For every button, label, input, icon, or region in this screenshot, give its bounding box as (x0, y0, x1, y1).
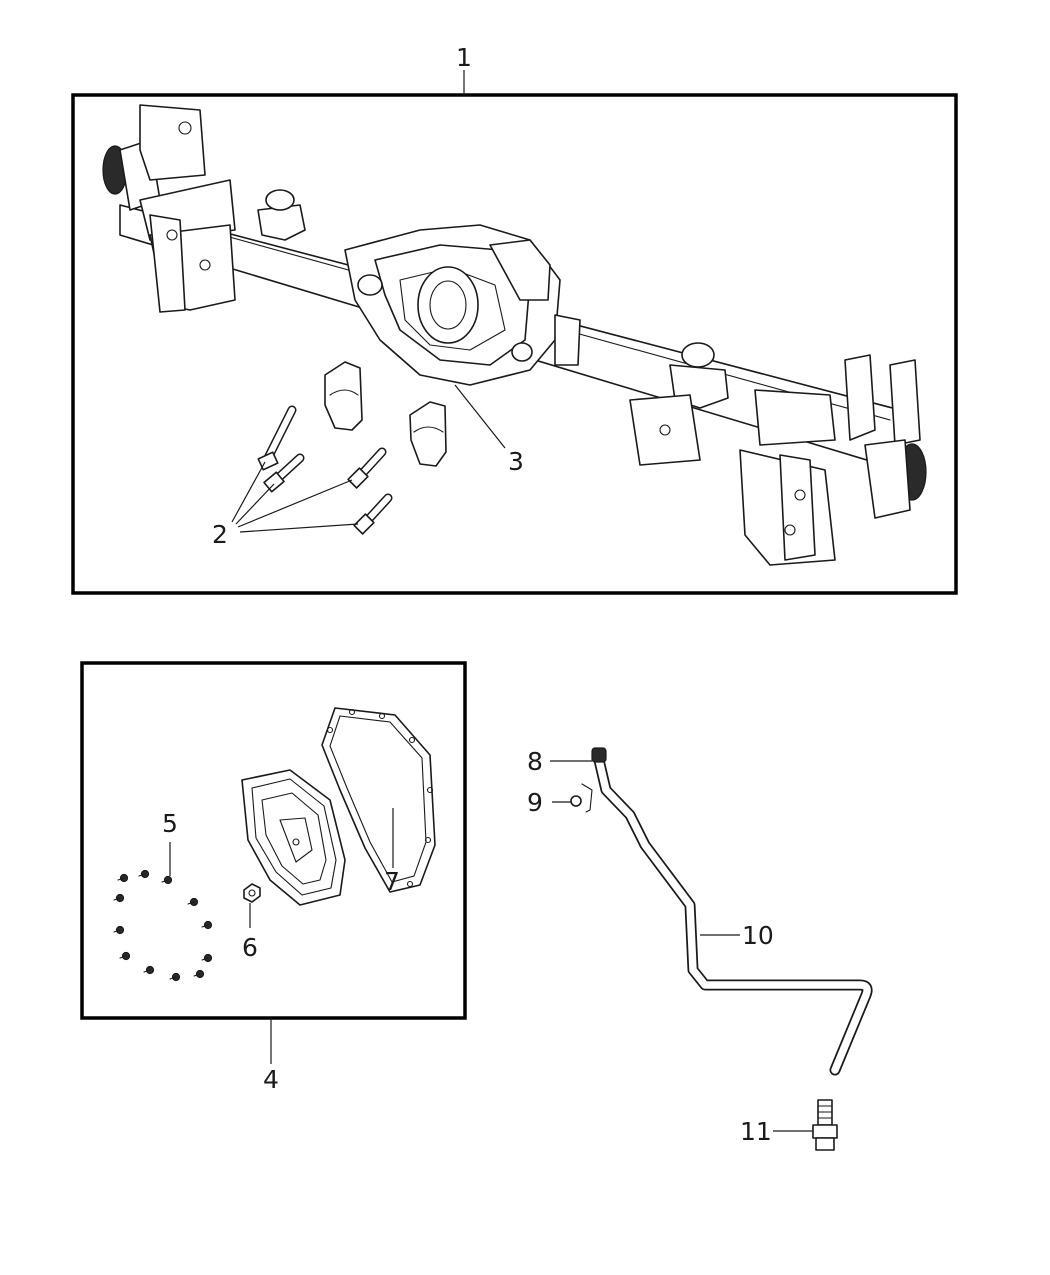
callout-2: 2 (212, 520, 228, 549)
vent-assembly-group: 8 9 10 11 (527, 747, 873, 1151)
bolt-2 (263, 453, 305, 493)
leader-3 (454, 384, 506, 449)
cover-bolts (113, 869, 213, 982)
callout-8: 8 (527, 747, 543, 776)
callout-10: 10 (742, 921, 774, 950)
vent-fitting (812, 1099, 838, 1151)
bolt-3 (347, 447, 387, 489)
callout-9: 9 (527, 788, 543, 817)
callout-6: 6 (242, 933, 258, 962)
left-axle-end (102, 104, 236, 313)
bearing-cap-right (409, 401, 447, 467)
left-bump-stop (257, 189, 306, 241)
vent-cap (591, 747, 607, 763)
leader-2b (235, 483, 275, 525)
bolt-1 (257, 405, 297, 471)
callout-4: 4 (263, 1065, 279, 1094)
leader-2d (239, 523, 359, 533)
callout-11: 11 (740, 1117, 772, 1146)
callout-7: 7 (384, 867, 400, 896)
axle-assembly-group: 1 (71, 43, 958, 595)
axle-assembly-frame (71, 93, 958, 595)
vent-tube (593, 754, 873, 1076)
axle-housing (102, 104, 927, 566)
cover-gasket (321, 707, 436, 893)
bolts (257, 405, 393, 535)
fill-plug (243, 883, 261, 903)
callout-3: 3 (508, 447, 524, 476)
vent-clip (570, 783, 593, 813)
callout-1: 1 (456, 43, 472, 72)
cover-kit-frame (80, 661, 467, 1020)
cover-kit-group: 4 7 6 (80, 661, 467, 1094)
leader-2a (231, 461, 266, 523)
bearing-cap-left (324, 361, 363, 431)
leader-2c (237, 479, 353, 528)
differential-cover (241, 769, 346, 906)
right-axle-end (629, 354, 927, 566)
callout-5: 5 (162, 809, 178, 838)
bolt-4 (353, 493, 393, 535)
differential-housing (344, 224, 581, 386)
